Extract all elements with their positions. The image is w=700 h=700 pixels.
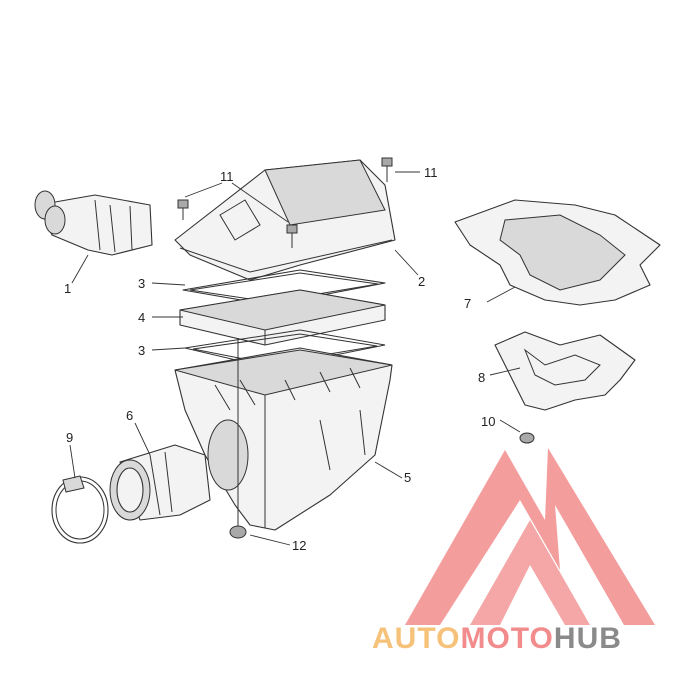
part-10-grommet <box>519 432 535 444</box>
callout-labels: 1 2 3 4 3 5 6 7 8 9 10 11 11 12 <box>64 165 495 553</box>
part-11-bolt-left <box>177 199 189 220</box>
part-7-heat-shield <box>454 199 661 306</box>
part-11-bolt-right <box>381 157 393 182</box>
leader-lines <box>69 171 521 546</box>
callout-7: 7 <box>464 296 471 311</box>
callout-3-lower: 3 <box>138 343 145 358</box>
callout-11-left: 11 <box>220 169 234 184</box>
logo-inner-shape <box>470 520 590 625</box>
watermark-hub: HUB <box>554 622 622 655</box>
callout-3-upper: 3 <box>138 276 145 291</box>
part-9-hose-clamp <box>51 475 109 544</box>
callout-4: 4 <box>138 310 145 325</box>
part-4-filter-element <box>179 289 386 346</box>
part-12-drain-valve <box>229 338 247 539</box>
callout-2: 2 <box>418 274 425 289</box>
part-5-airbox-body <box>174 347 393 531</box>
watermark-moto: MOTO <box>460 622 553 655</box>
callout-8: 8 <box>478 370 485 385</box>
watermark-text: AUTOMOTOHUB <box>372 622 622 655</box>
callout-6: 6 <box>126 408 133 423</box>
callout-1: 1 <box>64 281 71 296</box>
callout-5: 5 <box>404 470 411 485</box>
callout-11-right: 11 <box>424 165 438 180</box>
part-11-bolt-center <box>286 224 298 248</box>
logo-triangle-shape <box>405 448 655 625</box>
watermark-logo <box>405 448 655 625</box>
part-1-intake-snorkel <box>34 190 153 256</box>
part-6-intake-boot <box>109 444 211 521</box>
callout-9: 9 <box>66 430 73 445</box>
callout-10: 10 <box>481 414 495 429</box>
watermark-auto: AUTO <box>372 622 460 655</box>
part-8-gasket-plate <box>494 331 636 411</box>
callout-12: 12 <box>292 538 306 553</box>
